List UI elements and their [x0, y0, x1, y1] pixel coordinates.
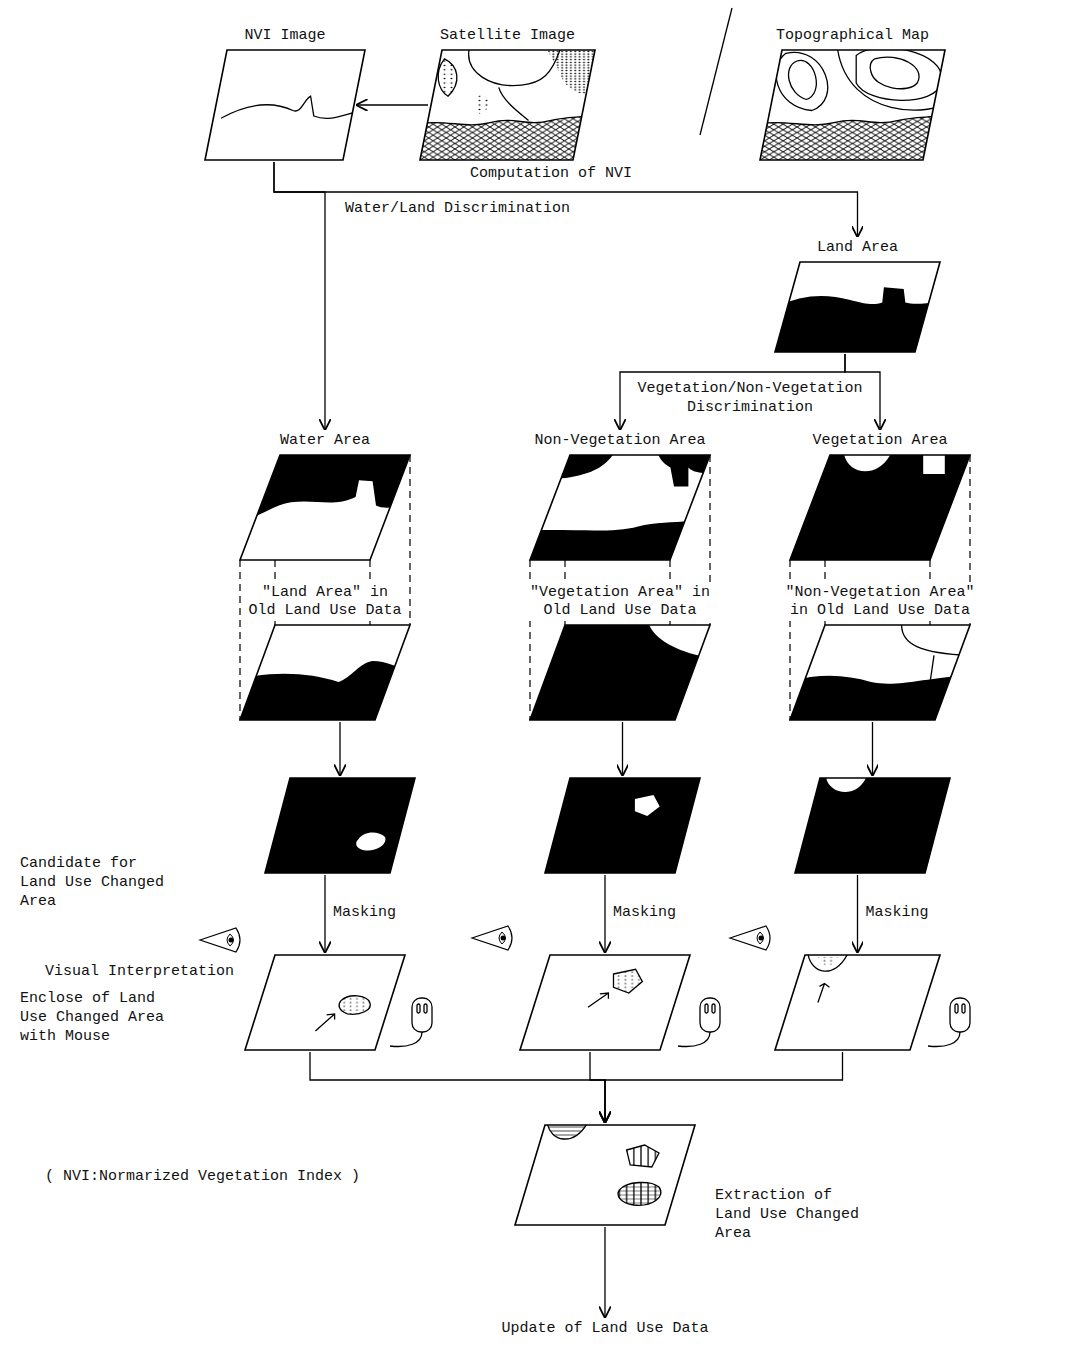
- candidate-image: Candidate for Land Use Changed Area: [265, 778, 415, 873]
- interpretation-image: Visual InterpretationEnclose of Land Use…: [245, 955, 405, 1050]
- image-frame: [790, 625, 970, 720]
- image-frame: [240, 625, 410, 720]
- old-land-use-image: "Vegetation Area" in Old Land Use Data: [530, 625, 710, 720]
- extraction-image: Extraction of Land Use Changed Area: [515, 1125, 695, 1225]
- image-frame: [420, 50, 595, 160]
- image-frame: [775, 955, 940, 1050]
- vegetation-image: Vegetation Area: [790, 455, 970, 560]
- image-frame: [515, 1125, 695, 1225]
- image-frame: [265, 778, 415, 873]
- image-title: Vegetation Area: [812, 432, 947, 451]
- flow-arrow: [324, 875, 325, 952]
- topographical-map: Topographical Map: [760, 50, 945, 160]
- mouse-icon: [928, 998, 970, 1046]
- image-title: NVI Image: [244, 27, 325, 46]
- image-title: Water Area: [280, 432, 370, 451]
- image-frame: [790, 455, 970, 560]
- land-area-image: Land Area: [775, 262, 940, 352]
- flow-arrow: [590, 1052, 605, 1122]
- flow-arrow: [310, 1052, 605, 1122]
- water-area-image: Water Area: [240, 455, 410, 560]
- node-text: Visual Interpretation: [45, 963, 245, 982]
- candidate-image: [545, 778, 700, 873]
- edge-label: Masking: [613, 904, 676, 923]
- image-frame: [205, 50, 365, 160]
- flow-arrow: [339, 722, 340, 775]
- image-title: Land Area: [817, 239, 898, 258]
- image-frame: [530, 455, 710, 560]
- flow-arrow: [605, 1052, 843, 1122]
- image-frame: [530, 625, 710, 720]
- image-title: Topographical Map: [776, 27, 929, 46]
- image-title: "Non-Vegetation Area" in Old Land Use Da…: [780, 584, 980, 622]
- mouse-icon: [678, 998, 720, 1046]
- nvi-image: NVI Image: [205, 50, 365, 160]
- flow-arrow: [357, 104, 428, 105]
- interpretation-image: [775, 955, 940, 1050]
- node-text: Candidate for Land Use Changed Area: [20, 855, 170, 911]
- node-text: Extraction of Land Use Changed Area: [715, 1187, 875, 1243]
- old-land-use-image: "Non-Vegetation Area" in Old Land Use Da…: [790, 625, 970, 720]
- separator-slash: [700, 8, 732, 135]
- image-frame: [545, 778, 700, 873]
- non-vegetation-image: Non-Vegetation Area: [530, 455, 710, 560]
- flow-arrow: [274, 162, 858, 236]
- image-frame: [795, 778, 950, 873]
- eye-icon: [730, 926, 770, 950]
- flow-arrow: [604, 875, 605, 952]
- image-frame: [520, 955, 690, 1050]
- image-frame: [240, 455, 410, 560]
- flow-arrow: [872, 722, 873, 775]
- candidate-image: [795, 778, 950, 873]
- node-text: Update of Land Use Data: [501, 1320, 708, 1339]
- image-title: Non-Vegetation Area: [534, 432, 705, 451]
- flow-arrow: [604, 1227, 605, 1317]
- edge-label: Masking: [866, 904, 929, 923]
- image-frame: [775, 262, 940, 352]
- edge-label: Masking: [333, 904, 396, 923]
- image-title: "Vegetation Area" in Old Land Use Data: [520, 584, 720, 622]
- flow-arrow: [857, 875, 858, 952]
- image-title: Satellite Image: [440, 27, 575, 46]
- image-frame: [245, 955, 405, 1050]
- node-text: Enclose of Land Use Changed Area with Mo…: [20, 990, 185, 1046]
- note-label: Computation of NVI: [470, 165, 632, 184]
- interpretation-image: [520, 955, 690, 1050]
- flow-arrow: [622, 722, 623, 775]
- result-text: Update of Land Use Data: [501, 1320, 708, 1339]
- eye-icon: [200, 928, 240, 952]
- image-frame: [760, 50, 945, 160]
- eye-icon: [472, 926, 512, 950]
- old-land-use-image: "Land Area" in Old Land Use Data: [240, 625, 410, 720]
- mouse-icon: [390, 998, 432, 1046]
- note-label: Vegetation/Non-Vegetation Discrimination: [630, 380, 870, 418]
- satellite-image: Satellite Image: [420, 50, 595, 160]
- note-label: ( NVI:Normarized Vegetation Index ): [45, 1168, 360, 1187]
- note-label: Water/Land Discrimination: [345, 200, 570, 219]
- image-title: "Land Area" in Old Land Use Data: [245, 584, 405, 622]
- flow-arrow: [274, 162, 325, 429]
